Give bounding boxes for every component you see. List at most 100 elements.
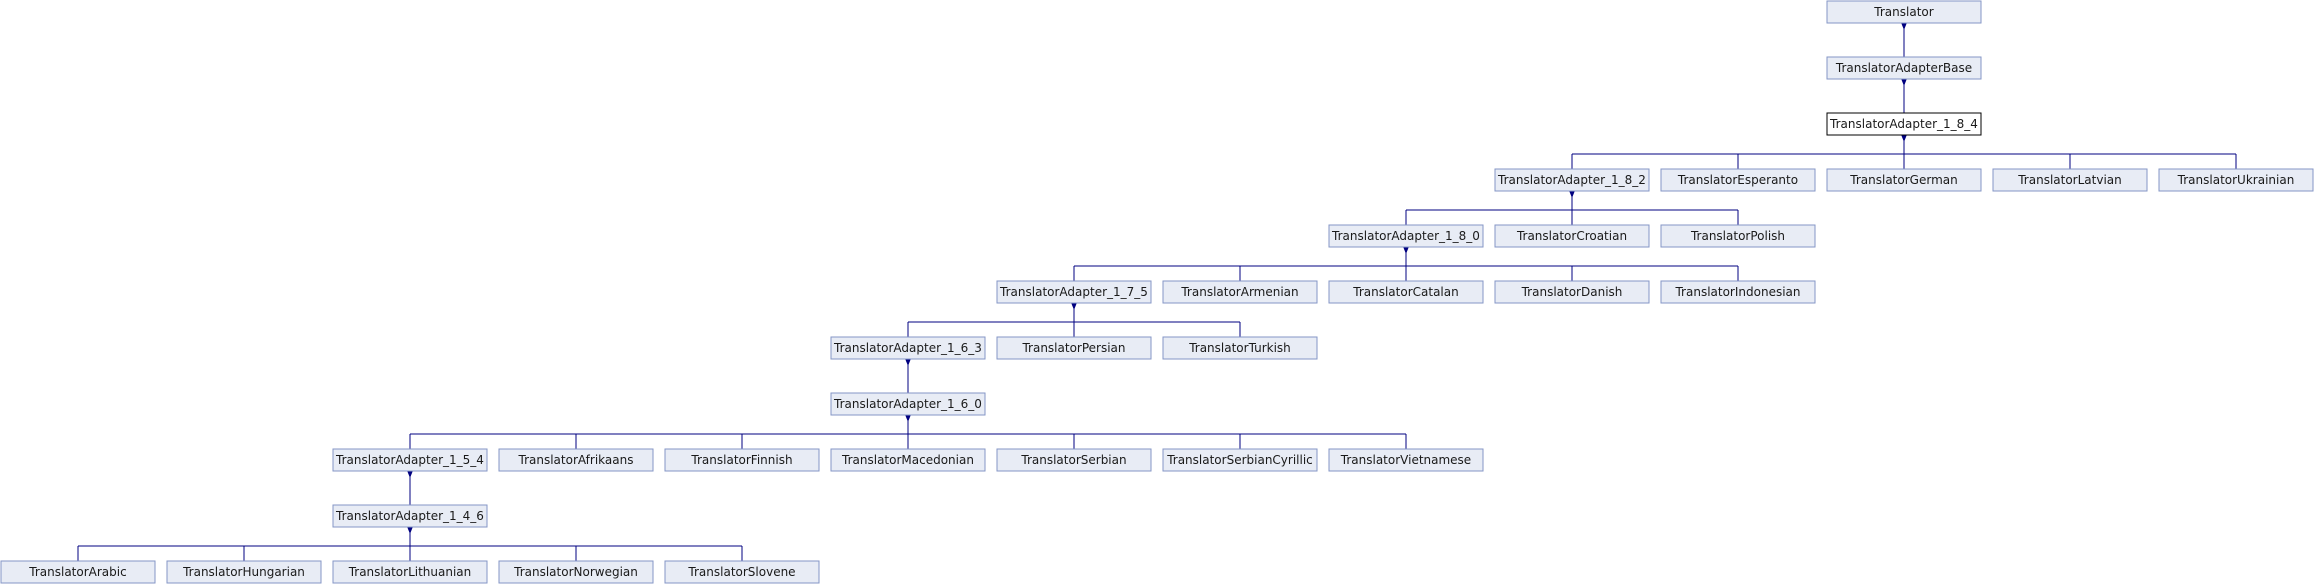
class-node-box[interactable] xyxy=(830,392,986,416)
class-node-translator[interactable]: Translator xyxy=(1826,0,1982,24)
class-node-label: TranslatorAdapter_1_8_2 xyxy=(1497,173,1646,187)
class-node-translator-lithuanian[interactable]: TranslatorLithuanian xyxy=(332,560,488,584)
class-node-box[interactable] xyxy=(1494,168,1650,192)
class-node-label: TranslatorCatalan xyxy=(1352,285,1458,299)
inheritance-edge-translator-adapter-1-8-2 xyxy=(1405,188,1739,225)
class-node-label: TranslatorAdapter_1_8_4 xyxy=(1829,117,1978,131)
class-node-box[interactable] xyxy=(664,560,820,584)
class-node-label: TranslatorDanish xyxy=(1521,285,1623,299)
class-node-label: TranslatorAdapter_1_7_5 xyxy=(999,285,1148,299)
class-node-box[interactable] xyxy=(1660,168,1816,192)
class-node-label: TranslatorSerbianCyrillic xyxy=(1166,453,1313,467)
class-node-label: TranslatorTurkish xyxy=(1188,341,1291,355)
inheritance-edge-translator-adapter-1-8-4 xyxy=(1571,132,2237,169)
class-node-translator-catalan[interactable]: TranslatorCatalan xyxy=(1328,280,1484,304)
class-node-box[interactable] xyxy=(1826,56,1982,80)
class-node-box[interactable] xyxy=(1992,168,2148,192)
class-node-label: TranslatorAdapter_1_4_6 xyxy=(335,509,484,523)
class-node-label: TranslatorArabic xyxy=(28,565,126,579)
class-node-translator-vietnamese[interactable]: TranslatorVietnamese xyxy=(1328,448,1484,472)
class-node-box[interactable] xyxy=(1826,168,1982,192)
class-node-box[interactable] xyxy=(664,448,820,472)
class-node-box[interactable] xyxy=(1162,448,1318,472)
class-node-label: TranslatorCroatian xyxy=(1516,229,1627,243)
class-node-label: TranslatorMacedonian xyxy=(841,453,974,467)
class-node-box[interactable] xyxy=(996,336,1152,360)
class-node-translator-polish[interactable]: TranslatorPolish xyxy=(1660,224,1816,248)
class-node-box[interactable] xyxy=(332,504,488,528)
class-node-box[interactable] xyxy=(1494,280,1650,304)
class-node-label: TranslatorPolish xyxy=(1690,229,1785,243)
class-node-translator-german[interactable]: TranslatorGerman xyxy=(1826,168,1982,192)
class-node-box[interactable] xyxy=(166,560,322,584)
class-node-label: TranslatorLithuanian xyxy=(348,565,472,579)
class-node-translator-slovene[interactable]: TranslatorSlovene xyxy=(664,560,820,584)
class-node-translator-serbian[interactable]: TranslatorSerbian xyxy=(996,448,1152,472)
class-node-translator-persian[interactable]: TranslatorPersian xyxy=(996,336,1152,360)
class-node-box[interactable] xyxy=(996,280,1152,304)
class-node-box[interactable] xyxy=(498,448,654,472)
class-node-label: TranslatorAfrikaans xyxy=(518,453,634,467)
class-node-translator-adapter-1-8-4[interactable]: TranslatorAdapter_1_8_4 xyxy=(1826,112,1982,136)
class-node-label: TranslatorLatvian xyxy=(2017,173,2122,187)
class-node-translator-afrikaans[interactable]: TranslatorAfrikaans xyxy=(498,448,654,472)
class-node-label: TranslatorAdapterBase xyxy=(1835,61,1972,75)
class-node-translator-turkish[interactable]: TranslatorTurkish xyxy=(1162,336,1318,360)
class-node-translator-adapter-1-8-2[interactable]: TranslatorAdapter_1_8_2 xyxy=(1494,168,1650,192)
class-node-label: TranslatorHungarian xyxy=(182,565,305,579)
class-node-translator-adapter-base[interactable]: TranslatorAdapterBase xyxy=(1826,56,1982,80)
class-node-translator-norwegian[interactable]: TranslatorNorwegian xyxy=(498,560,654,584)
class-node-box[interactable] xyxy=(1660,280,1816,304)
class-node-box[interactable] xyxy=(0,560,156,584)
class-node-label: TranslatorEsperanto xyxy=(1677,173,1798,187)
class-node-box[interactable] xyxy=(830,336,986,360)
class-node-translator-latvian[interactable]: TranslatorLatvian xyxy=(1992,168,2148,192)
class-node-label: TranslatorIndonesian xyxy=(1674,285,1800,299)
class-node-label: TranslatorSlovene xyxy=(687,565,795,579)
inheritance-edge-translator-adapter-1-8-0 xyxy=(1073,244,1739,281)
class-node-translator-macedonian[interactable]: TranslatorMacedonian xyxy=(830,448,986,472)
class-node-translator-adapter-1-6-0[interactable]: TranslatorAdapter_1_6_0 xyxy=(830,392,986,416)
inheritance-edge-translator-adapter-1-7-5 xyxy=(907,300,1241,337)
class-node-box[interactable] xyxy=(996,448,1152,472)
class-node-label: TranslatorUkrainian xyxy=(2177,173,2295,187)
class-node-translator-serbian-cyrillic[interactable]: TranslatorSerbianCyrillic xyxy=(1162,448,1318,472)
class-node-label: TranslatorSerbian xyxy=(1020,453,1126,467)
class-node-translator-croatian[interactable]: TranslatorCroatian xyxy=(1494,224,1650,248)
class-node-box[interactable] xyxy=(1162,280,1318,304)
class-node-label: TranslatorAdapter_1_6_0 xyxy=(833,397,982,411)
class-node-translator-adapter-1-5-4[interactable]: TranslatorAdapter_1_5_4 xyxy=(332,448,488,472)
class-node-translator-esperanto[interactable]: TranslatorEsperanto xyxy=(1660,168,1816,192)
class-node-label: Translator xyxy=(1873,5,1933,19)
class-node-box[interactable] xyxy=(1660,224,1816,248)
class-node-box[interactable] xyxy=(1162,336,1318,360)
class-node-box[interactable] xyxy=(498,560,654,584)
class-node-translator-danish[interactable]: TranslatorDanish xyxy=(1494,280,1650,304)
class-node-box[interactable] xyxy=(1826,0,1982,24)
inheritance-edges xyxy=(77,20,2237,561)
class-node-label: TranslatorAdapter_1_5_4 xyxy=(335,453,484,467)
class-node-label: TranslatorAdapter_1_8_0 xyxy=(1331,229,1480,243)
class-node-box[interactable] xyxy=(1494,224,1650,248)
class-node-box[interactable] xyxy=(1328,448,1484,472)
class-node-translator-indonesian[interactable]: TranslatorIndonesian xyxy=(1660,280,1816,304)
class-node-translator-adapter-1-6-3[interactable]: TranslatorAdapter_1_6_3 xyxy=(830,336,986,360)
class-node-translator-adapter-1-4-6[interactable]: TranslatorAdapter_1_4_6 xyxy=(332,504,488,528)
class-node-translator-adapter-1-7-5[interactable]: TranslatorAdapter_1_7_5 xyxy=(996,280,1152,304)
class-node-box[interactable] xyxy=(332,448,488,472)
class-node-translator-arabic[interactable]: TranslatorArabic xyxy=(0,560,156,584)
class-node-translator-finnish[interactable]: TranslatorFinnish xyxy=(664,448,820,472)
class-node-box[interactable] xyxy=(1328,280,1484,304)
class-node-label: TranslatorAdapter_1_6_3 xyxy=(833,341,982,355)
class-node-box[interactable] xyxy=(1826,112,1982,136)
class-node-box[interactable] xyxy=(830,448,986,472)
class-node-box[interactable] xyxy=(2158,168,2314,192)
inheritance-edge-translator-adapter-1-6-0 xyxy=(409,412,1407,449)
class-node-translator-adapter-1-8-0[interactable]: TranslatorAdapter_1_8_0 xyxy=(1328,224,1484,248)
class-node-box[interactable] xyxy=(1328,224,1484,248)
class-node-box[interactable] xyxy=(332,560,488,584)
class-node-translator-ukrainian[interactable]: TranslatorUkrainian xyxy=(2158,168,2314,192)
class-node-translator-hungarian[interactable]: TranslatorHungarian xyxy=(166,560,322,584)
class-node-translator-armenian[interactable]: TranslatorArmenian xyxy=(1162,280,1318,304)
